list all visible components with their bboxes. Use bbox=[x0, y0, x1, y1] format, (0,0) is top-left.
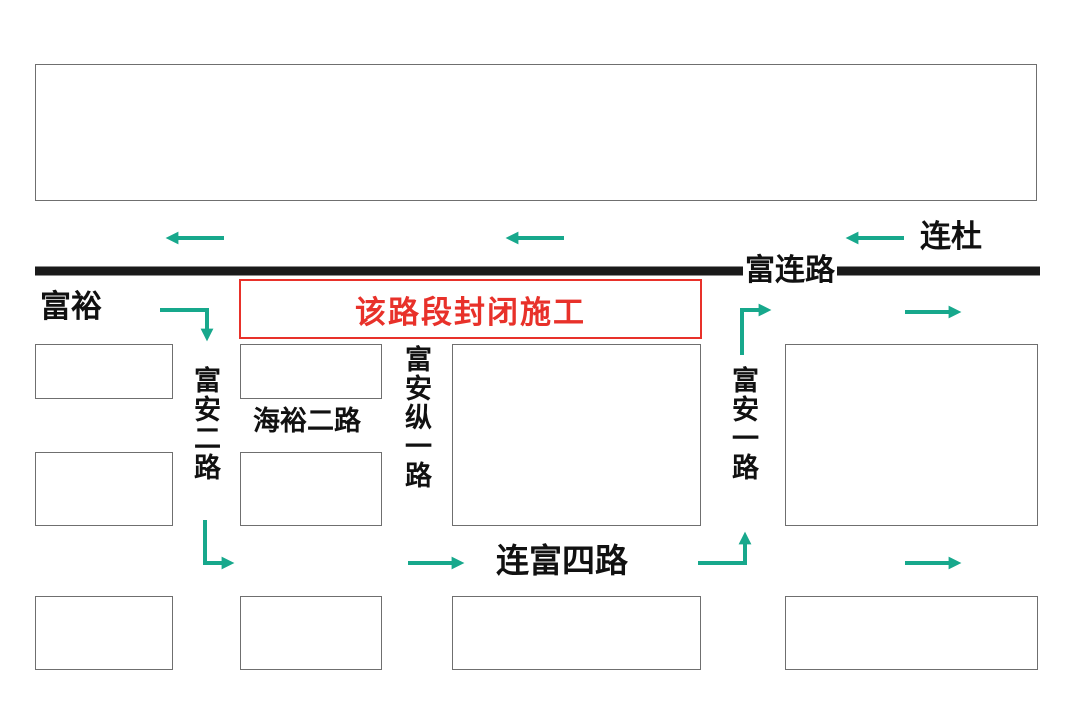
block bbox=[785, 344, 1038, 526]
arrow-icon bbox=[740, 303, 772, 355]
block bbox=[452, 596, 701, 670]
block bbox=[240, 452, 382, 526]
arrow-icon bbox=[698, 531, 752, 565]
road-label-left: 富裕 bbox=[40, 289, 102, 325]
road-label-fuan-1: 富安一路 bbox=[727, 366, 758, 482]
road-label-main: 富连路 bbox=[743, 253, 837, 288]
road-label-lianfu-4: 连富四路 bbox=[496, 541, 628, 580]
block bbox=[35, 452, 173, 526]
block bbox=[240, 344, 382, 399]
block bbox=[785, 596, 1038, 670]
road-label-fuan-zong-1: 富安纵一路 bbox=[400, 345, 431, 490]
block bbox=[452, 344, 701, 526]
road-label-fuan-2: 富安二路 bbox=[189, 366, 220, 482]
road-label-top-right: 连杜 bbox=[920, 219, 982, 255]
arrow-icon bbox=[160, 308, 214, 342]
block-top bbox=[35, 64, 1037, 201]
closure-notice-text: 该路段封闭施工 bbox=[355, 294, 586, 331]
arrow-icon bbox=[203, 520, 235, 570]
block bbox=[35, 596, 173, 670]
block bbox=[35, 344, 173, 399]
road-label-haiyu-2: 海裕二路 bbox=[253, 406, 361, 437]
block bbox=[240, 596, 382, 670]
closure-notice-box: 该路段封闭施工 bbox=[239, 279, 702, 339]
